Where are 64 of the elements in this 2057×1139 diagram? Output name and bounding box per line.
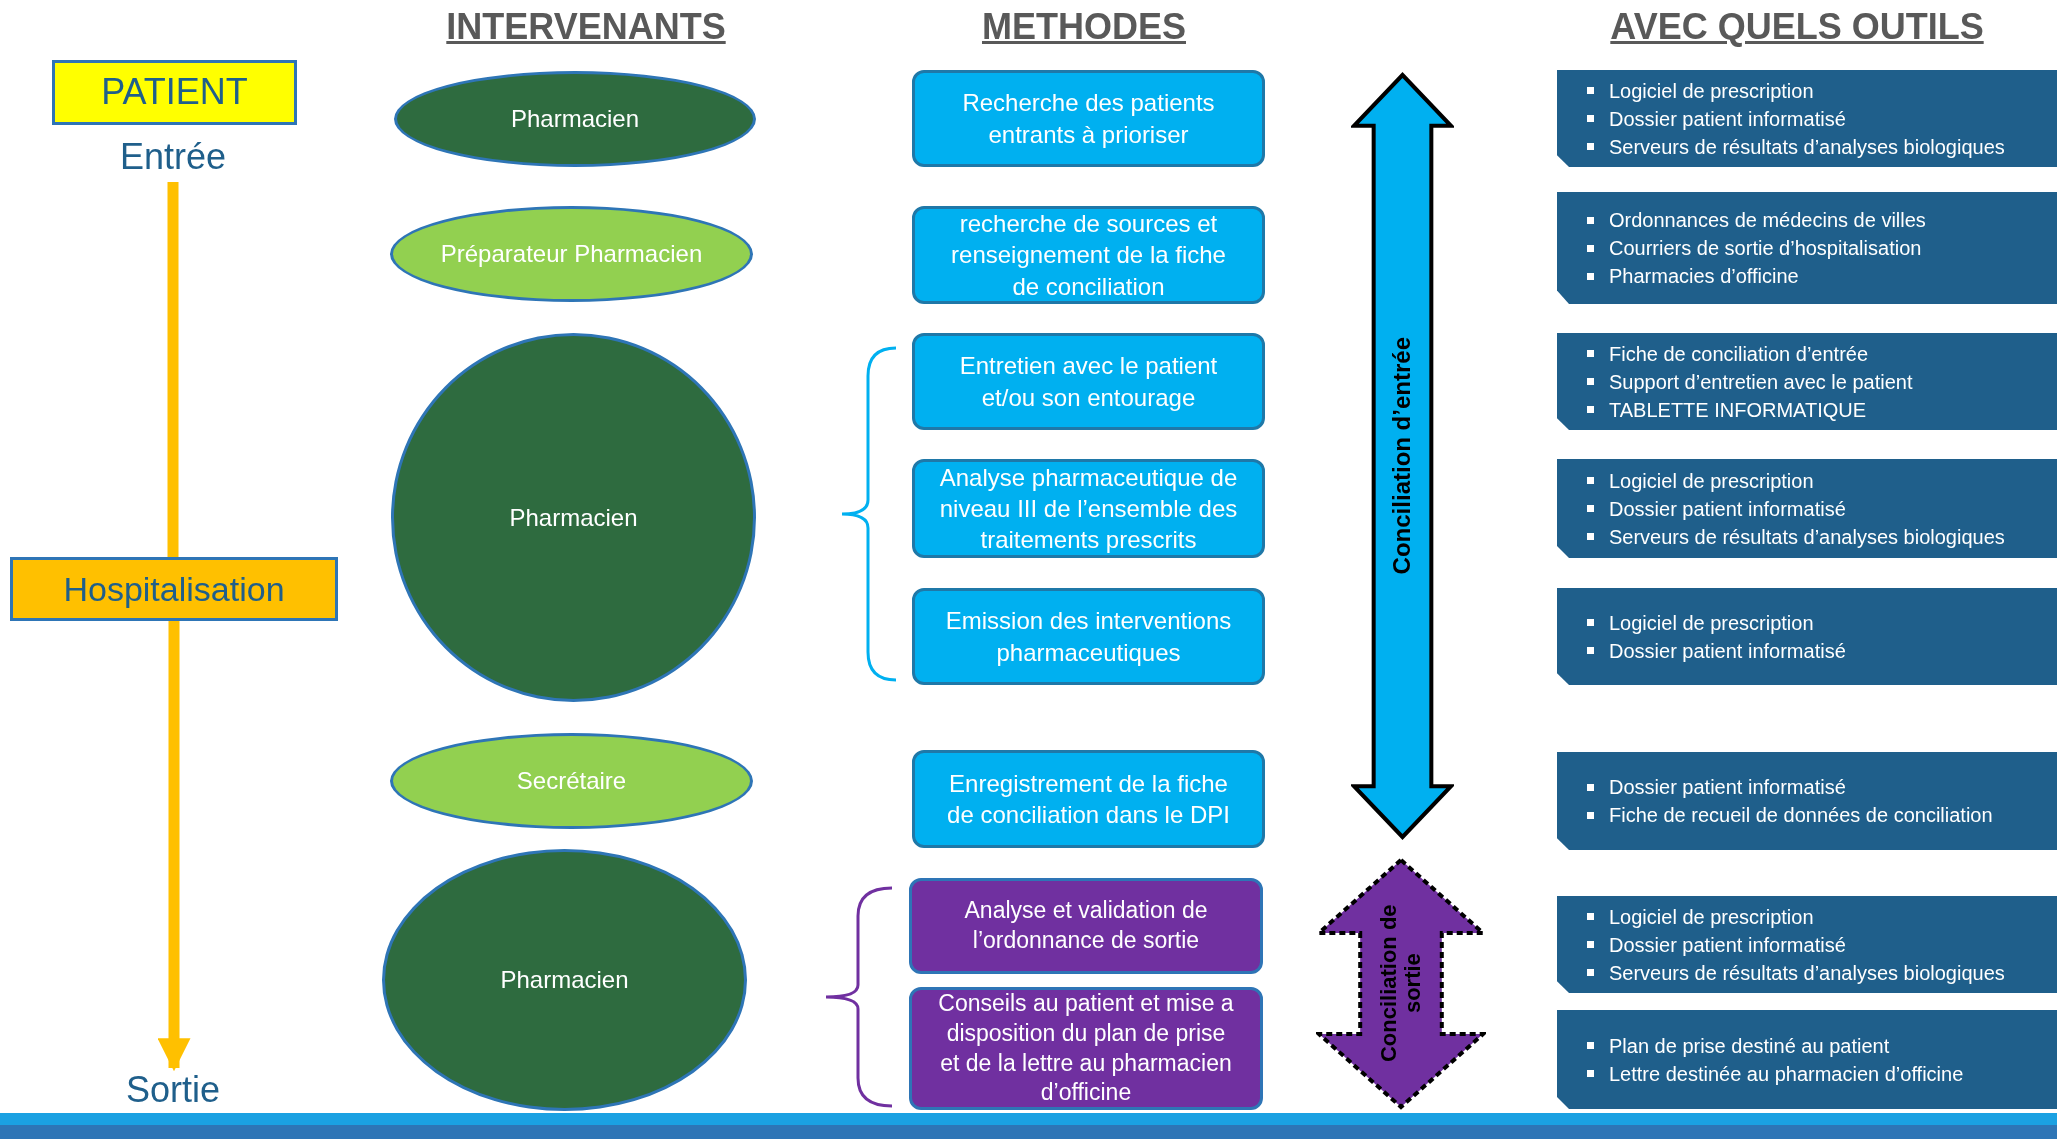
bullet-item: Logiciel de prescription [1609,78,1814,104]
bullet-item: Ordonnances de médecins de villes [1609,208,1926,233]
node-label: Pharmacien [509,104,641,135]
bullet-item: Pharmacies d’officine [1609,264,1799,289]
bullet-item: Lettre destinée au pharmacien d’officine [1609,1061,1964,1087]
vertical-label: Conciliation d’entrée [1389,337,1416,575]
bullet-item: TABLETTE INFORMATIQUE [1609,397,1867,423]
method-box [912,459,1265,558]
node-label: Enregistrement de la fiche de conciliation dans le DPI [946,768,1231,830]
bullet-item: Serveurs de résultats d’analyses biologiques [1609,524,2005,550]
node-label: Pharmacien [508,502,639,533]
node-label: Entrée [118,134,228,179]
node-label: Sortie [124,1067,221,1112]
method-box [912,70,1265,167]
bullet-item: Serveurs de résultats d’analyses biologiques [1609,134,2005,160]
tool-box [1557,192,2057,304]
double-arrow [1351,72,1454,840]
bullet-item: Logiciel de prescription [1609,904,1814,930]
arrow [157,621,191,1072]
node-label: Préparateur Pharmacien [439,239,704,270]
column-heading: METHODES [982,6,1186,48]
method-box [909,987,1263,1110]
tool-box [1557,333,2057,430]
method-box [909,878,1263,974]
node-label: Secrétaire [515,766,628,797]
node-label: Entretien avec le patient et/ou son entourage [958,351,1219,413]
node-label: Conseils au patient et mise a disposition du plan de prise et de la lettre au pharmacien d’officine [937,988,1235,1108]
bullet-item: Fiche de recueil de données de conciliation [1609,803,1993,828]
bullet-item: Dossier patient informatisé [1609,106,1846,132]
bullet-item: Dossier patient informatisé [1609,496,1846,522]
tool-box [1557,896,2057,993]
tool-box [1557,70,2057,167]
node-label: Analyse et validation de l’ordonnance de sortie [963,896,1209,955]
method-box [912,206,1265,304]
tool-box [1557,588,2057,685]
bullet-item: Serveurs de résultats d’analyses biologiques [1609,960,2005,986]
tool-box [1557,752,2057,850]
column-heading: INTERVENANTS [446,6,726,48]
method-box [912,588,1265,685]
tool-box [1557,459,2057,558]
bullet-item: Support d’entretien avec le patient [1609,369,1913,395]
bullet-item: Dossier patient informatisé [1609,775,1846,800]
bullet-item: Courriers de sortie d’hospitalisation [1609,236,1922,261]
bullet-item: Plan de prise destiné au patient [1609,1033,1890,1059]
node-label: Recherche des patients entrants à prioriser [961,88,1216,150]
bullet-item: Dossier patient informatisé [1609,932,1846,958]
node-label: Pharmacien [499,965,630,996]
bullet-item: Logiciel de prescription [1609,610,1814,636]
double-arrow [1316,857,1486,1110]
patient-box [52,60,297,125]
bullet-item: Fiche de conciliation d’entrée [1609,341,1869,367]
stage-box [10,557,338,621]
bullet-item: Dossier patient informatisé [1609,638,1846,664]
node-label: Analyse pharmaceutique de niveau III de l’ensemble des traitements prescrits [938,462,1239,556]
node-label: Emission des interventions pharmaceutiques [944,606,1233,668]
node-label: recherche de sources et renseignement de la fiche de conciliation [950,209,1227,302]
bullet-item: Logiciel de prescription [1609,468,1814,494]
tool-box [1557,1010,2057,1109]
method-box [912,333,1265,430]
node-label: PATIENT [100,70,249,115]
column-heading: AVEC QUELS OUTILS [1610,6,1984,48]
node-label: Hospitalisation [62,568,286,610]
vertical-label: Conciliation de sortie [1376,903,1426,1065]
method-box [912,750,1265,848]
